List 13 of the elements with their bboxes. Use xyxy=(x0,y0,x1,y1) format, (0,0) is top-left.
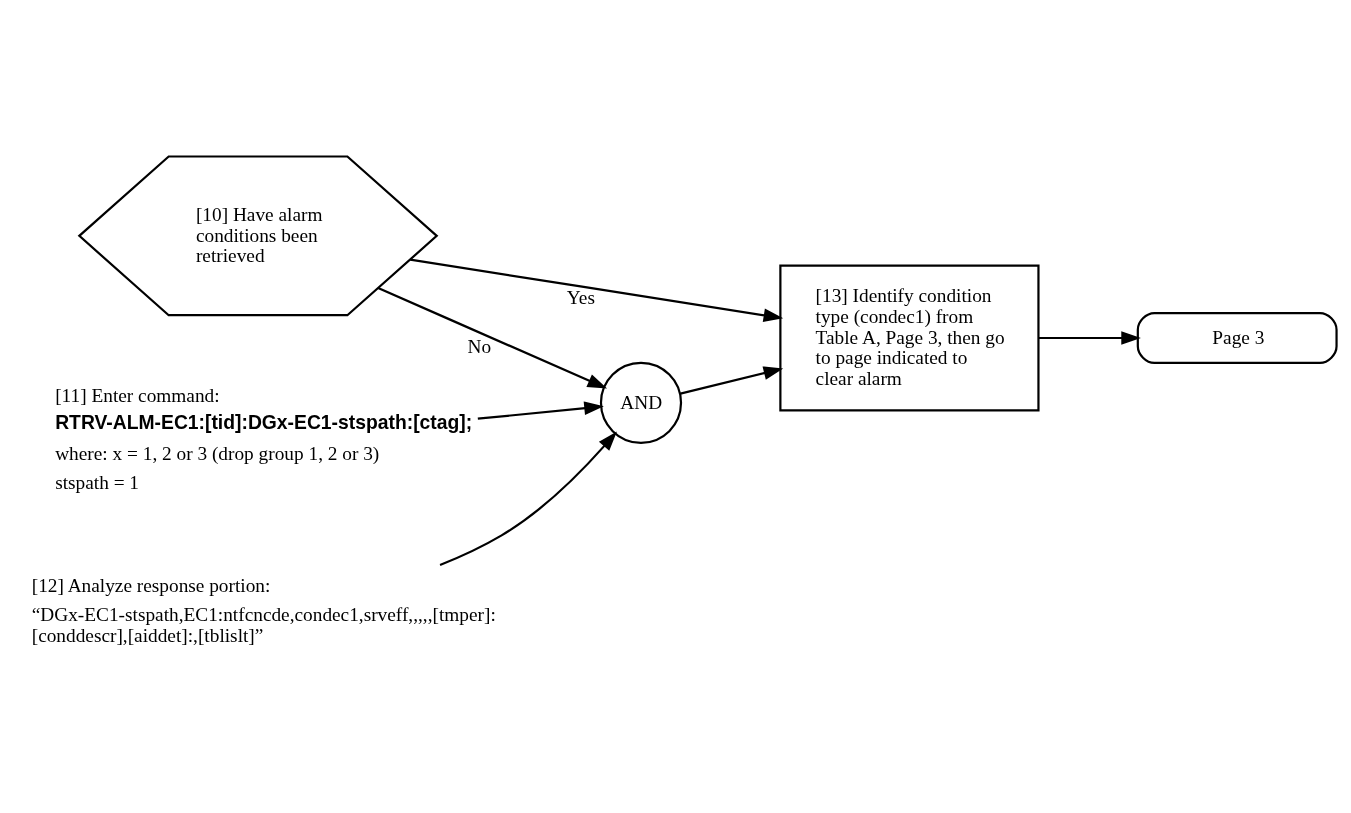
arrow xyxy=(410,258,784,322)
edge-label: No xyxy=(467,335,492,357)
arrow xyxy=(377,286,608,389)
node-box: [13] Identify condition type (condec1) from Table A, Page 3, then go to page indicated to clear alarm xyxy=(779,263,1040,412)
arrow xyxy=(439,430,617,566)
arrow xyxy=(477,400,604,420)
node-circle: AND xyxy=(599,361,683,444)
arrow xyxy=(1038,330,1141,345)
arrow xyxy=(680,365,784,395)
node-box: Page 3 xyxy=(1136,311,1338,364)
node-text: [11] Enter command: RTRV-ALM-EC1:[tid]:DGx-EC1-stspath:[ctag]; where: x = 1, 2 or 3 (drop group 1, 2 or 3) stspath = 1 xyxy=(55,384,473,493)
node-text: [12] Analyze response portion: “DGx-EC1-stspath,EC1:ntfcncde,condec1,srveff,,,,,[tmper]: [conddescr],[aiddet]:,[tblislt]” xyxy=(31,574,496,646)
edge-label: Yes xyxy=(566,286,595,308)
